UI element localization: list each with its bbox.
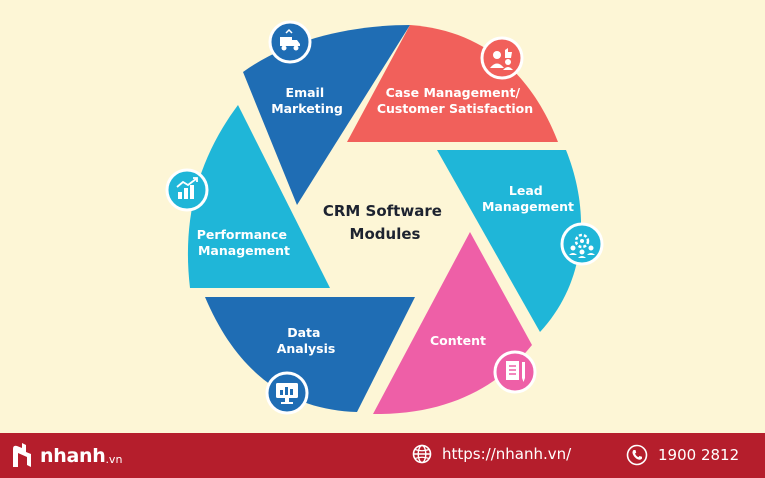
segment-case-management <box>347 25 558 142</box>
truck-icon <box>268 20 312 64</box>
footer-bar: nhanh .vn https://nhanh.vn/ 1900 2812 <box>0 433 765 478</box>
lead-management-label: Lead Management <box>482 183 574 214</box>
phone-text: 1900 2812 <box>658 446 740 464</box>
nhanh-logo-icon <box>13 443 31 467</box>
segment-data-analysis <box>205 297 415 412</box>
segment-content <box>373 232 532 415</box>
monitor-chart-icon <box>265 371 309 415</box>
thumbs-up-icon <box>480 36 524 80</box>
segment-lead-management <box>437 150 582 332</box>
brand-logo[interactable]: nhanh .vn <box>10 442 122 470</box>
phone-icon <box>626 444 648 466</box>
website-link[interactable]: https://nhanh.vn/ <box>412 444 571 464</box>
performance-management-label: Performance Management <box>197 227 292 258</box>
segment-email-marketing <box>243 25 410 205</box>
crm-modules-diagram: Email Marketing Case Management/ Custome… <box>165 20 604 415</box>
center-title: CRM Software Modules <box>323 202 447 243</box>
growth-chart-icon <box>165 168 209 212</box>
website-text: https://nhanh.vn/ <box>442 445 572 463</box>
email-marketing-label: Email Marketing <box>271 85 343 116</box>
globe-icon <box>412 444 432 464</box>
brand-tld: .vn <box>105 452 123 466</box>
brand-name: nhanh <box>40 445 106 467</box>
content-label: Content <box>430 333 486 348</box>
segment-performance-management <box>187 105 330 288</box>
data-analysis-label: Data Analysis <box>277 325 336 356</box>
phone-link[interactable]: 1900 2812 <box>626 444 739 466</box>
document-pen-icon <box>493 350 537 394</box>
case-management-label: Case Management/ Customer Satisfaction <box>377 85 533 116</box>
team-gear-icon <box>560 222 604 266</box>
